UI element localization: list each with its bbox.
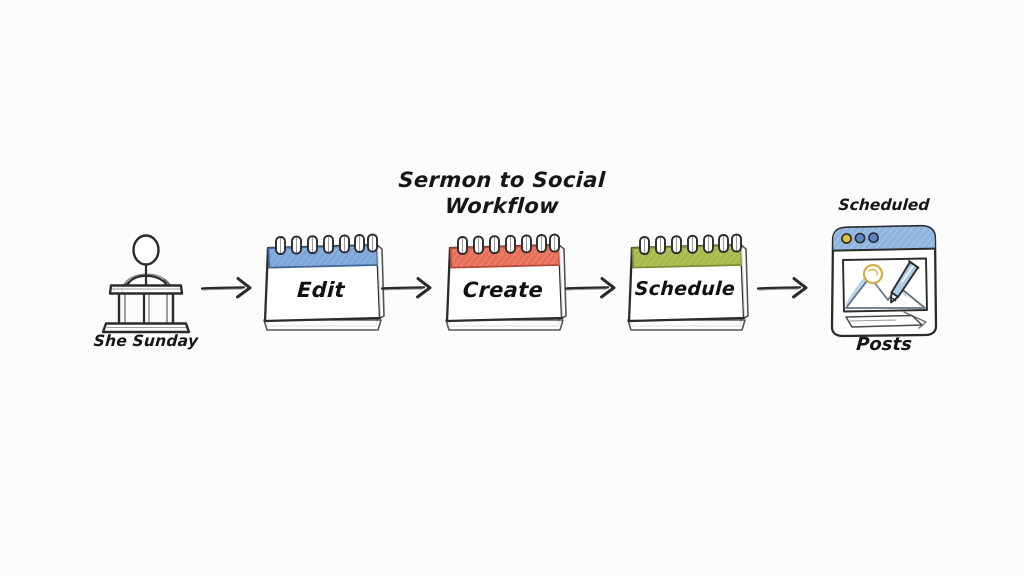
output-node-label-bottom: Posts	[855, 334, 913, 355]
source-node-label: She Sunday	[93, 332, 199, 350]
flow-node-edit[interactable]: Edit	[256, 230, 386, 334]
connector-arrow-1	[200, 272, 262, 304]
arrow-right-icon	[564, 277, 616, 299]
window-dot-1	[841, 233, 852, 244]
title-line-1: Sermon to Social	[397, 168, 607, 192]
notepad-icon-schedule	[627, 233, 749, 331]
connector-arrow-2	[380, 272, 442, 304]
flow-node-schedule[interactable]: Schedule	[620, 230, 750, 334]
browser-window-icon	[830, 224, 938, 338]
flow-node-create[interactable]: Create	[438, 230, 568, 334]
window-dot-2	[854, 232, 866, 244]
connector-arrow-3	[564, 272, 626, 304]
output-node-label-top: Scheduled	[837, 196, 931, 214]
diagram-title: Sermon to Social Workflow	[362, 168, 642, 219]
arrow-right-icon	[200, 277, 252, 299]
connector-arrow-4	[756, 272, 818, 304]
title-line-2: Workflow	[444, 193, 560, 218]
arrow-right-icon	[380, 277, 432, 299]
window-dot-3	[868, 232, 879, 244]
flow-node-output-scheduled-posts[interactable]: Scheduled	[826, 196, 942, 368]
notepad-icon-edit	[263, 233, 385, 331]
arrow-right-icon	[756, 277, 808, 299]
flow-node-source-podium[interactable]: She Sunday	[78, 228, 214, 368]
podium-icon	[101, 234, 191, 334]
notepad-icon-create	[445, 233, 567, 331]
